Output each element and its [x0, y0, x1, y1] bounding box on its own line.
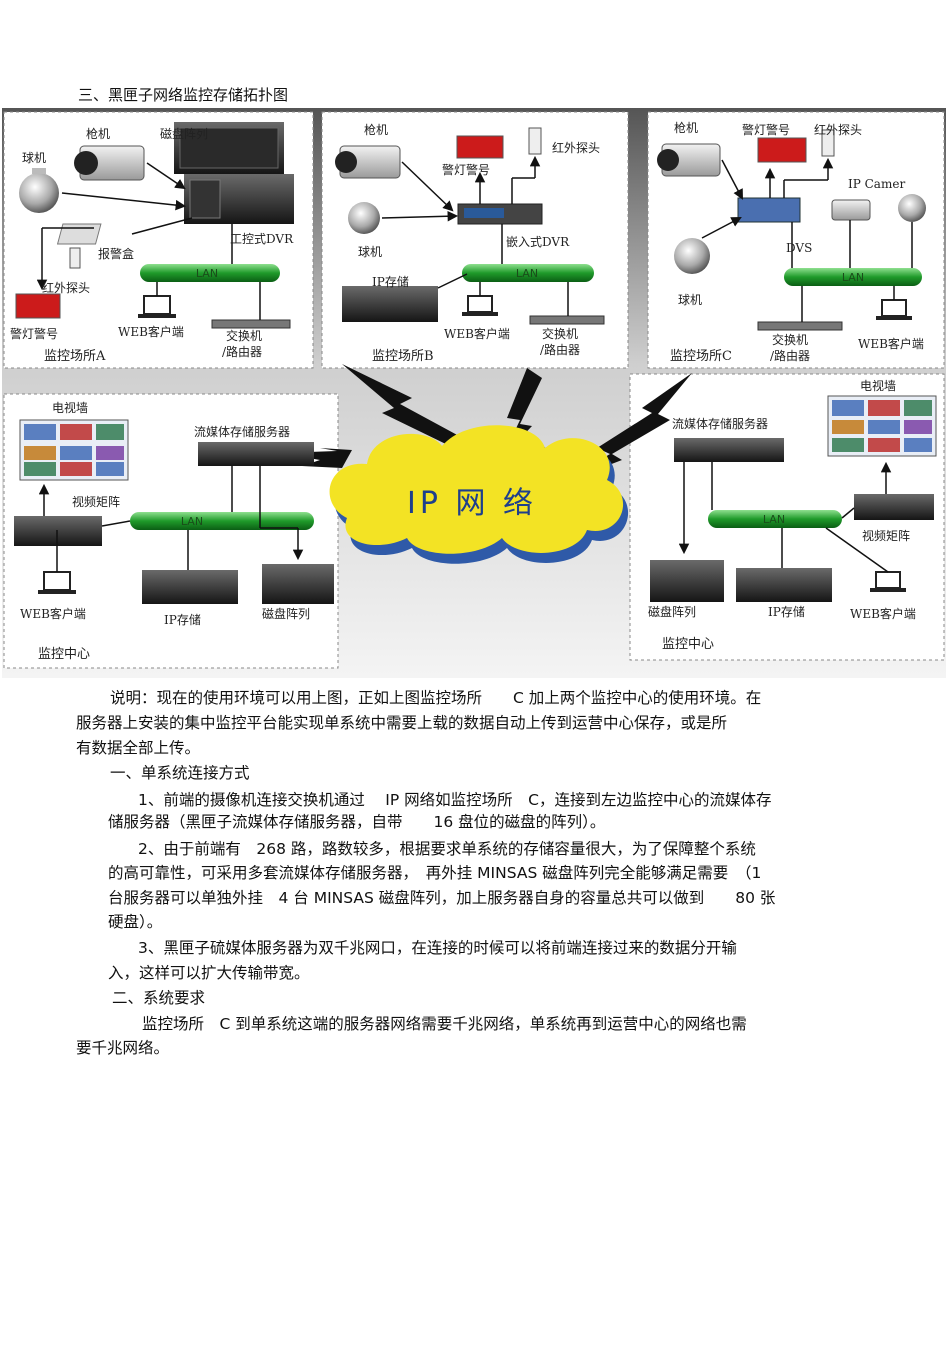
svg-text:枪机: 枪机 [86, 126, 110, 141]
svg-text:流媒体存储服务器: 流媒体存储服务器 [672, 416, 768, 431]
svg-text:红外探头: 红外探头 [42, 280, 90, 295]
site-b-name: 监控场所B [372, 349, 434, 364]
paragraph-line: 服务器上安装的集中监控平台能实现单系统中需要上载的数据自动上传到运营中心保存，或… [76, 711, 727, 733]
svg-text:LAN: LAN [181, 515, 203, 528]
svg-text:IP存储: IP存储 [768, 604, 805, 619]
paragraph-line: 入，这样可以扩大传输带宽。 [108, 961, 310, 983]
paragraph-line: 台服务器可以单独外挂 4 台 MINSAS 磁盘阵列，加上服务器自身的容量总共可… [108, 886, 775, 908]
svg-text:LAN: LAN [763, 513, 785, 526]
svg-text:磁盘阵列: 磁盘阵列 [262, 606, 310, 621]
svg-text:球机: 球机 [358, 245, 382, 259]
subheading: 一、单系统连接方式 [110, 761, 250, 783]
center-right-name: 监控中心 [662, 637, 714, 652]
svg-text:磁盘阵列: 磁盘阵列 [648, 604, 696, 619]
svg-text:视频矩阵: 视频矩阵 [72, 494, 120, 509]
center-left-name: 监控中心 [38, 647, 90, 662]
svg-text:电视墙: 电视墙 [860, 378, 896, 393]
svg-text:红外探头: 红外探头 [552, 140, 600, 155]
svg-text:工控式DVR: 工控式DVR [230, 232, 294, 246]
svg-text:球机: 球机 [678, 293, 702, 307]
paragraph-line: 有数据全部上传。 [76, 736, 200, 758]
paragraph-line: 3、黑匣子硫媒体服务器为双千兆网口，在连接的时候可以将前端连接过来的数据分开输 [138, 936, 737, 958]
paragraph-line: 的高可靠性，可采用多套流媒体存储服务器， 再外挂 MINSAS 磁盘阵列完全能够… [108, 861, 761, 883]
svg-text:IP存储: IP存储 [164, 612, 201, 627]
svg-text:交换机: 交换机 [772, 332, 808, 347]
paragraph-line: 硬盘）。 [108, 910, 162, 932]
svg-text:/路由器: /路由器 [770, 348, 810, 363]
paragraph-line: 2、由于前端有 268 路，路数较多，根据要求单系统的存储容量很大，为了保障整个… [138, 837, 756, 859]
svg-text:报警盒: 报警盒 [98, 246, 134, 261]
lan-label: LAN [196, 267, 218, 280]
svg-text:视频矩阵: 视频矩阵 [862, 528, 910, 543]
paragraph-line: 储服务器（黑匣子流媒体存储服务器，自带 16 盘位的磁盘的阵列）。 [108, 810, 605, 832]
svg-text:交换机: 交换机 [542, 326, 578, 341]
svg-text:WEB客户端: WEB客户端 [20, 606, 86, 621]
svg-text:WEB客户端: WEB客户端 [850, 606, 916, 621]
topology-diagram: IP 网 络 LAN 枪 [2, 108, 946, 678]
svg-text:嵌入式DVR: 嵌入式DVR [506, 235, 570, 249]
svg-text:警灯警号: 警灯警号 [10, 326, 58, 341]
svg-text:WEB客户端: WEB客户端 [858, 336, 924, 351]
svg-text:磁盘阵列: 磁盘阵列 [160, 126, 208, 141]
cloud-label: IP 网 络 [407, 486, 537, 521]
svg-text:LAN: LAN [516, 267, 538, 280]
svg-text:LAN: LAN [842, 271, 864, 284]
svg-text:枪机: 枪机 [674, 120, 698, 135]
svg-text:警灯警号: 警灯警号 [742, 122, 790, 137]
svg-text:WEB客户端: WEB客户端 [118, 324, 184, 339]
svg-text:电视墙: 电视墙 [52, 400, 88, 415]
svg-text:枪机: 枪机 [364, 122, 388, 137]
svg-text:/路由器: /路由器 [540, 342, 580, 357]
paragraph-line: 监控场所 C 到单系统这端的服务器网络需要千兆网络，单系统再到运营中心的网络也需 [142, 1012, 747, 1034]
svg-text:警灯警号: 警灯警号 [442, 162, 490, 177]
subheading: 二、系统要求 [112, 986, 205, 1008]
svg-text:流媒体存储服务器: 流媒体存储服务器 [194, 424, 290, 439]
svg-text:球机: 球机 [22, 151, 46, 165]
site-c-name: 监控场所C [670, 349, 732, 364]
svg-text:WEB客户端: WEB客户端 [444, 326, 510, 341]
paragraph-line: 1、前端的摄像机连接交换机通过 IP 网络如监控场所 C，连接到左边监控中心的流… [138, 788, 771, 810]
svg-text:交换机: 交换机 [226, 328, 262, 343]
svg-text:红外探头: 红外探头 [814, 122, 862, 137]
section-heading: 三、黑匣子网络监控存储拓扑图 [78, 84, 288, 105]
paragraph-line: 要千兆网络。 [76, 1036, 169, 1058]
svg-text:IP存储: IP存储 [372, 274, 409, 289]
svg-text:IP Camer: IP Camer [848, 177, 905, 191]
svg-text:DVS: DVS [786, 241, 812, 255]
site-a-name: 监控场所A [44, 349, 106, 364]
svg-text:/路由器: /路由器 [222, 344, 262, 359]
paragraph-line: 说明：现在的使用环境可以用上图，正如上图监控场所 C 加上两个监控中心的使用环境… [110, 686, 761, 708]
